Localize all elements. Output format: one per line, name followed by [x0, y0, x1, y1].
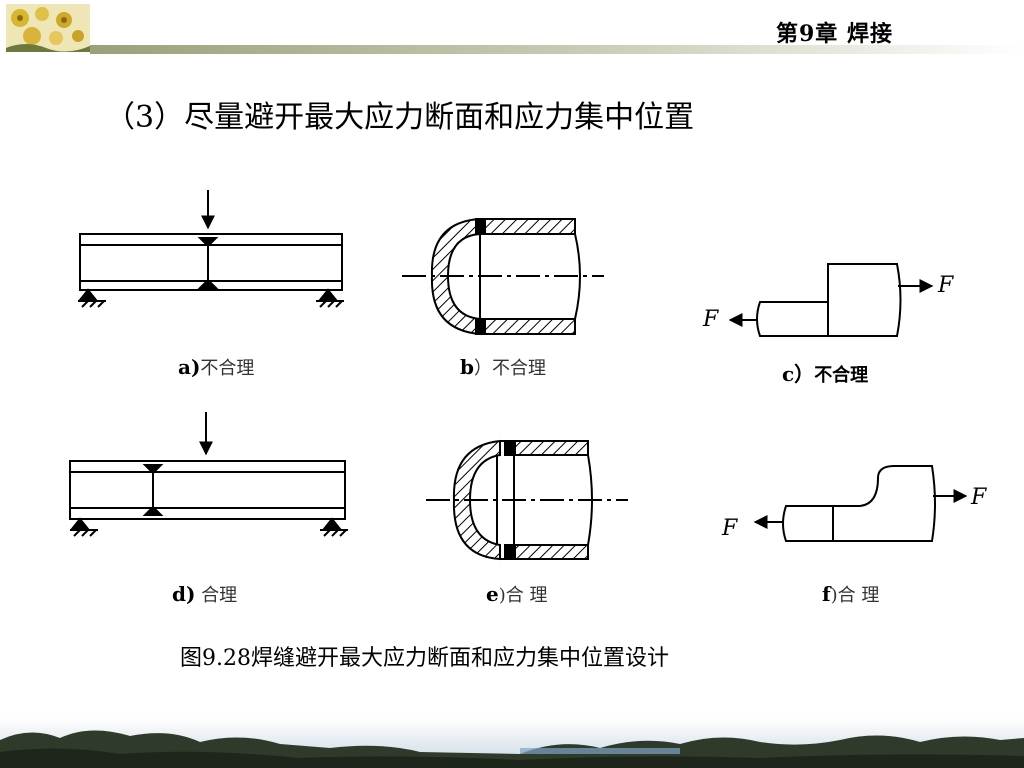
caption-e: e)合 理	[486, 581, 547, 607]
force-label-c-right: F	[937, 273, 954, 298]
caption-e-letter: e	[486, 582, 499, 606]
header-rule	[90, 45, 1024, 54]
diagram-b-vessel	[402, 217, 604, 336]
caption-e-text: )合 理	[498, 585, 548, 606]
force-label-c-left: F	[702, 307, 719, 332]
caption-d: d) 合理	[172, 581, 237, 607]
diagram-a-beam	[77, 190, 344, 308]
caption-c-letter: c）	[782, 362, 815, 386]
caption-a-letter: a)	[178, 355, 201, 379]
slide-heading: （3）尽量避开最大应力断面和应力集中位置	[105, 100, 695, 135]
flower-logo-icon	[6, 4, 90, 52]
caption-a-text: 不合理	[200, 358, 255, 379]
diagram-d-beam	[69, 412, 348, 537]
caption-a: a)不合理	[178, 354, 254, 380]
caption-f: f)合 理	[822, 581, 879, 607]
caption-b-letter: b	[460, 355, 474, 379]
force-label-f-right: F	[970, 485, 987, 510]
diagram-f-filleted-bar	[753, 465, 968, 542]
chapter-title: 第9章 焊接	[776, 21, 893, 47]
figure-caption: 图9.28焊缝避开最大应力断面和应力集中位置设计	[180, 646, 669, 671]
diagram-c-stepped-bar	[728, 263, 934, 337]
diagram-e-vessel	[426, 439, 628, 561]
caption-c-text: 不合理	[814, 365, 869, 386]
caption-b-text: ）不合理	[473, 358, 546, 379]
landscape-trees-footer-icon	[0, 718, 1024, 768]
caption-b: b）不合理	[460, 354, 546, 380]
caption-c: c）不合理	[782, 358, 868, 387]
caption-f-text: )合 理	[830, 585, 880, 606]
force-label-f-left: F	[721, 516, 738, 541]
caption-d-letter: d)	[172, 582, 196, 606]
caption-f-letter: f	[822, 582, 831, 606]
caption-d-text: 合理	[201, 585, 238, 606]
